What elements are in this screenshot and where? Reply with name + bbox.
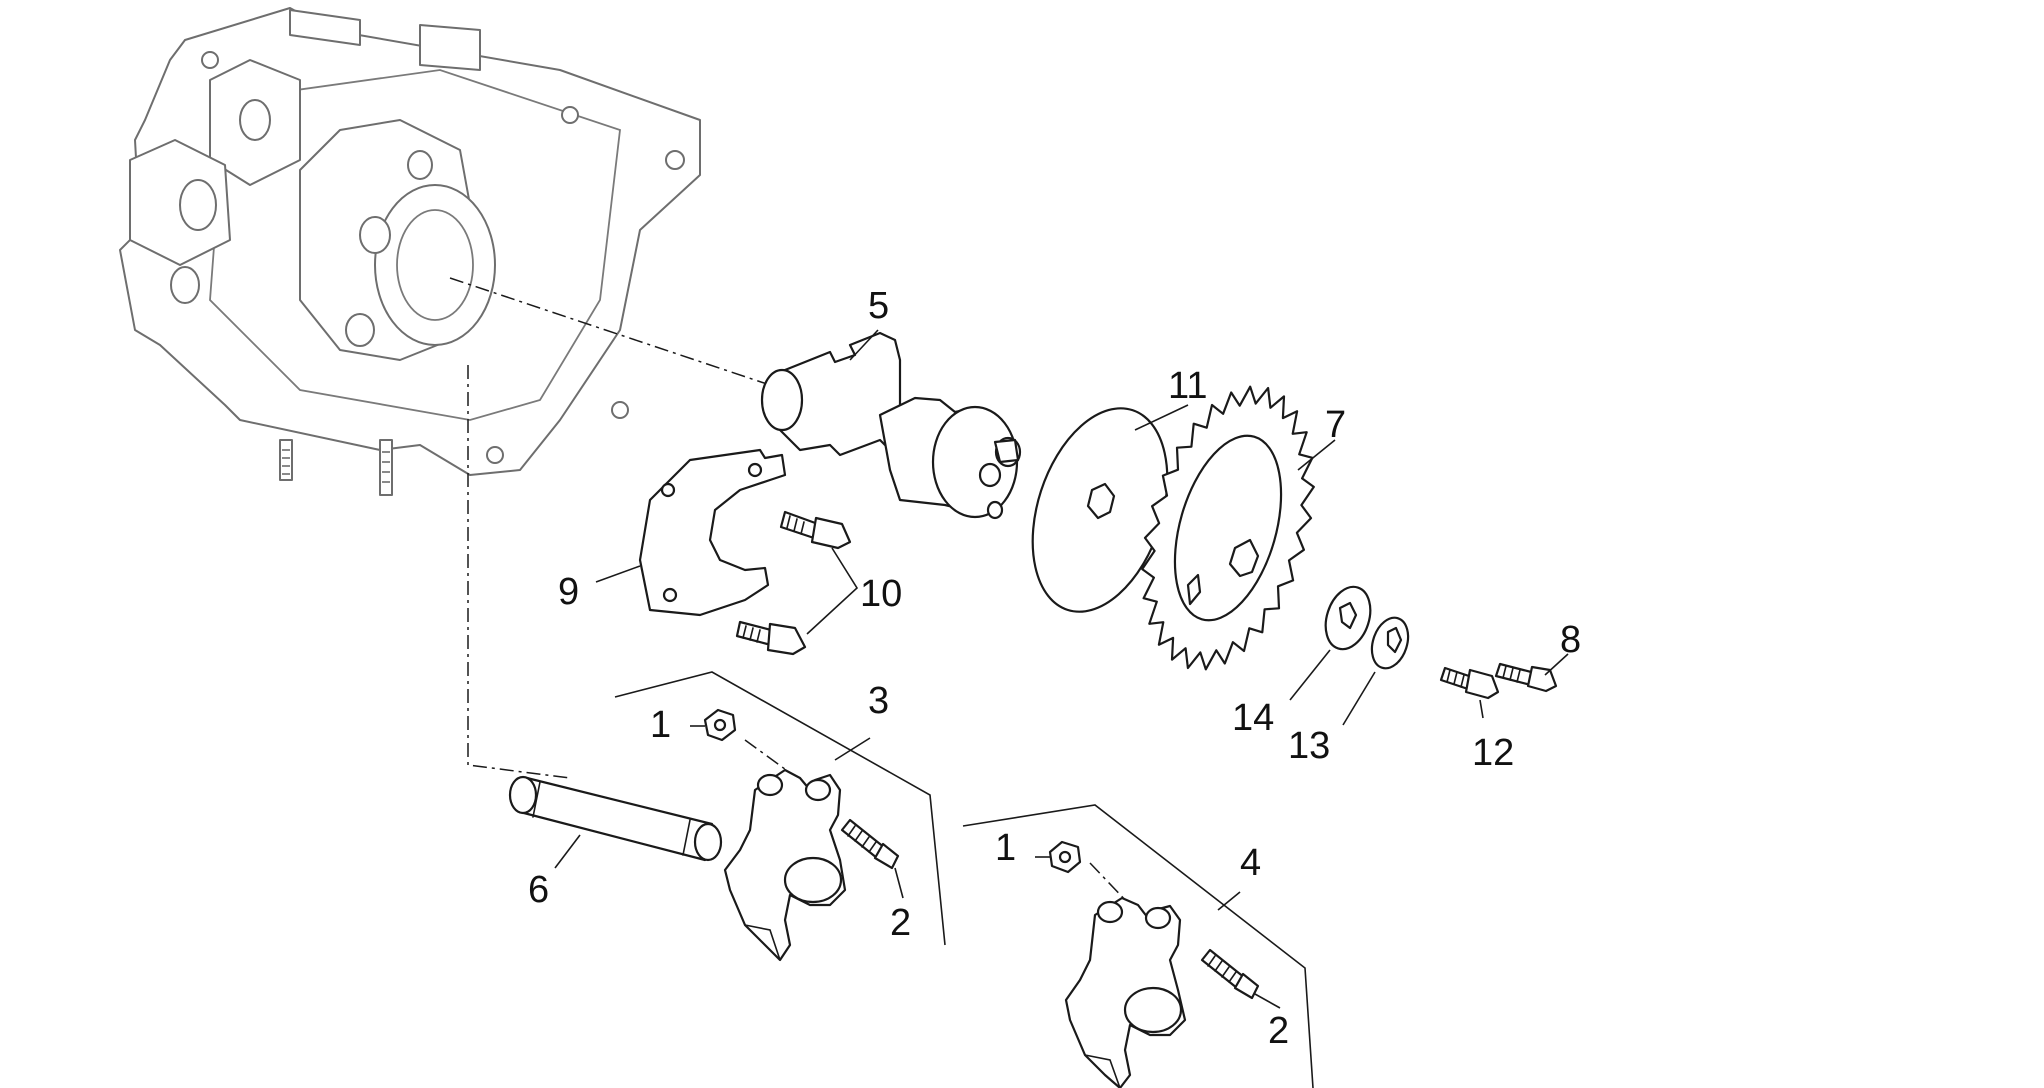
washer-13 [1370, 616, 1410, 670]
callout-13: 13 [1288, 725, 1330, 767]
callout-7: 7 [1325, 404, 1346, 446]
callout-3: 3 [868, 680, 889, 722]
callout-6: 6 [528, 869, 549, 911]
callout-4: 4 [1240, 842, 1261, 884]
cam-retaining-plate [638, 448, 787, 617]
callout-12: 12 [1472, 732, 1514, 774]
camshaft [760, 331, 1022, 520]
callout-10: 10 [860, 573, 902, 615]
callout-1-upper: 1 [650, 704, 671, 746]
bolt-12 [1439, 666, 1500, 700]
rocker-arm-4 [1064, 896, 1187, 1088]
callout-8: 8 [1560, 619, 1581, 661]
bolt-8 [1494, 662, 1558, 693]
adjuster-screw-2-upper [840, 818, 900, 870]
leader-lines [554, 329, 1569, 1009]
cylinder-head [119, 7, 701, 496]
rocker-shaft [508, 775, 723, 862]
callout-2-lower: 2 [1268, 1010, 1289, 1052]
callout-1-lower: 1 [995, 827, 1016, 869]
washer-14 [1324, 585, 1372, 651]
group-3-bracket [614, 671, 946, 946]
callout-9: 9 [558, 571, 579, 613]
disc-11 [1031, 407, 1169, 613]
nut-1-lower [1048, 840, 1082, 874]
adjuster-screw-2-lower [1200, 948, 1260, 1000]
callout-11: 11 [1168, 365, 1207, 407]
cam-sprocket [1141, 385, 1315, 671]
callout-2-upper: 2 [890, 902, 911, 944]
group-4-bracket [962, 804, 1314, 1088]
nut-1-upper [703, 708, 737, 742]
callout-14: 14 [1232, 697, 1274, 739]
callout-5: 5 [868, 285, 889, 327]
rocker-arm-3 [723, 768, 847, 962]
bolts-10 [735, 510, 852, 656]
callout-labels: 5 11 7 9 10 3 1 8 14 13 12 6 2 1 4 2 [528, 285, 1581, 1052]
